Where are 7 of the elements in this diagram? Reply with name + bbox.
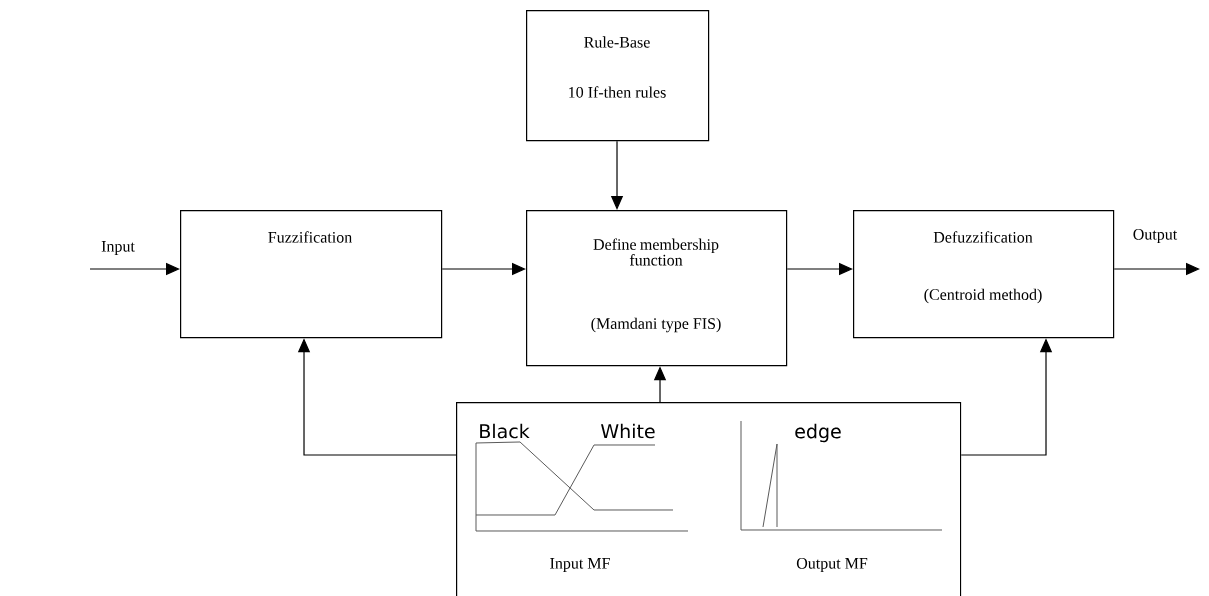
membership-function-box: Black White edge Input MF Output MF: [456, 402, 962, 596]
process-box: Defuzzification (Centroid method): [853, 210, 1115, 339]
process-box: Rule-Base 10 If-then rules: [526, 10, 710, 142]
process-box: Define membership function (Mamdani type FIS): [526, 210, 788, 367]
edge-label: Input: [101, 241, 135, 255]
edge-label: Output: [1133, 229, 1178, 243]
process-box: Fuzzification: [180, 210, 443, 339]
